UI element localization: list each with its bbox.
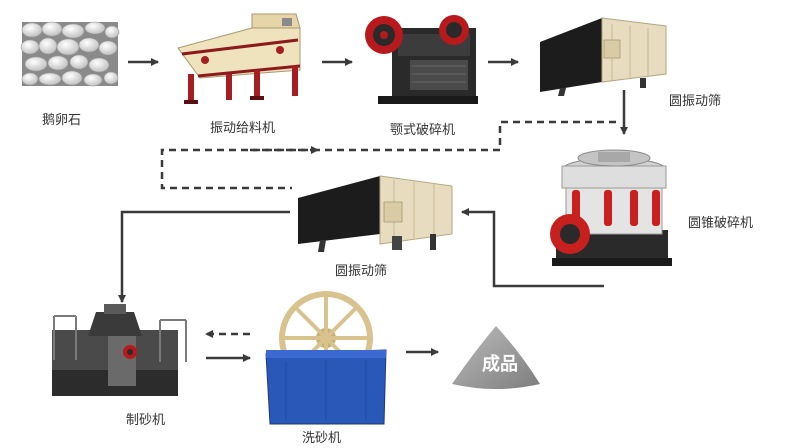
product-pile-icon	[452, 326, 540, 389]
label-sand-washer: 洗砂机	[302, 431, 342, 446]
label-vibrating-screen-1: 圆振动筛	[669, 94, 722, 109]
jaw-crusher-image	[365, 15, 478, 104]
label-product: 成品	[482, 354, 518, 375]
vibrating-screen-1-image	[540, 17, 667, 96]
flow-arrows	[118, 58, 628, 362]
label-vibrating-screen-2: 圆振动筛	[335, 264, 388, 279]
vibrating-feeder-image	[177, 13, 301, 104]
label-pebbles: 鹅卵石	[42, 113, 82, 128]
label-jaw-crusher: 颚式破碎机	[390, 123, 456, 138]
sand-washer-image	[265, 291, 387, 425]
dashed-flow-arrows	[160, 120, 616, 338]
cone-crusher-image	[550, 149, 672, 266]
label-vibrating-feeder: 振动给料机	[210, 121, 276, 136]
label-cone-crusher: 圆锥破碎机	[688, 216, 754, 231]
pebbles-image	[20, 21, 120, 87]
vibrating-screen-2-image	[298, 175, 453, 252]
label-sand-maker: 制砂机	[126, 413, 166, 428]
sand-maker-image	[52, 304, 187, 396]
